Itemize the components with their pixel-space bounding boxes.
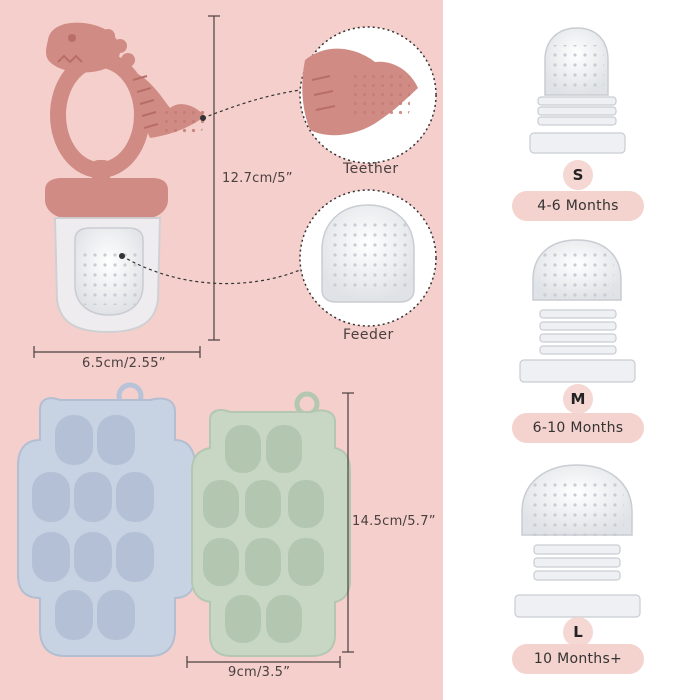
back-ridges <box>132 75 159 129</box>
size-badge-small: S <box>563 160 593 190</box>
tray-height-label: 14.5cm/5.7” <box>352 514 436 529</box>
tail-texture <box>160 105 205 133</box>
feeder-width-dimension-line <box>33 346 201 358</box>
nipple-medium <box>519 239 636 383</box>
dinosaur-spike <box>121 53 135 67</box>
tray-width-label: 9cm/3.5” <box>228 665 291 680</box>
teether-ring <box>50 52 150 178</box>
dinosaur-spike <box>101 29 115 43</box>
feeder-height-label: 12.7cm/5” <box>222 171 293 186</box>
teether-callout <box>200 26 437 164</box>
feeder-cap <box>45 178 168 218</box>
age-pill-small: 4-6 Months <box>512 191 644 221</box>
feeder-teether-product <box>45 22 205 334</box>
feeder-height-dimension-line <box>208 15 220 341</box>
age-pill-large: 10 Months+ <box>512 644 644 674</box>
nipple-large <box>514 464 641 618</box>
tray-width-dimension-line <box>186 656 341 668</box>
nipple-small <box>529 27 626 154</box>
feeder-mesh-holes <box>80 250 138 305</box>
tray-height-dimension-line <box>342 392 354 653</box>
feeder-callout <box>119 189 437 327</box>
teether-label: Teether <box>343 161 399 177</box>
dinosaur-eye <box>68 34 76 42</box>
feeder-width-label: 6.5cm/2.55” <box>82 356 166 371</box>
dinosaur-teeth <box>57 54 83 64</box>
feeder-label: Feeder <box>343 327 394 343</box>
size-badge-large: L <box>563 617 593 647</box>
dinosaur-spike <box>113 39 127 53</box>
size-badge-medium: M <box>563 384 593 414</box>
freezer-tray-green <box>191 391 351 657</box>
freezer-tray-blue <box>17 382 196 657</box>
age-pill-medium: 6-10 Months <box>512 413 644 443</box>
